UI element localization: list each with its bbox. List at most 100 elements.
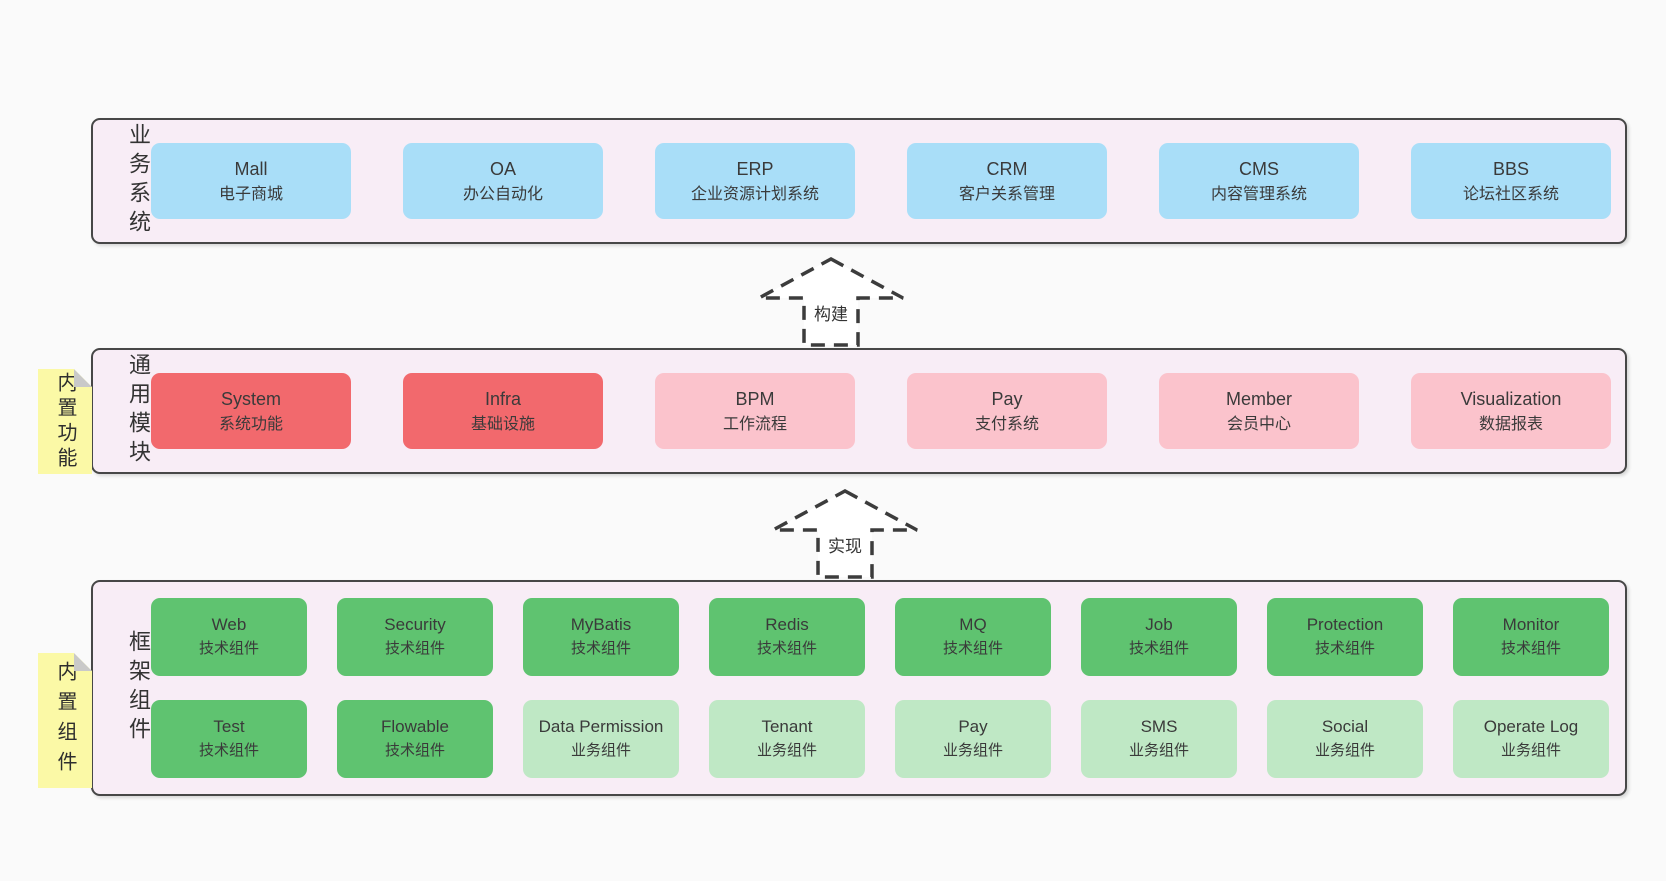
node-subtitle: 业务组件 <box>1500 742 1561 760</box>
node-pay-component: Pay 业务组件 <box>895 700 1051 778</box>
node-subtitle: 技术组件 <box>198 742 259 760</box>
node-test: Test 技术组件 <box>151 700 307 778</box>
node-title: Data Permission <box>538 717 664 737</box>
node-security: Security 技术组件 <box>337 598 493 676</box>
node-subtitle: 客户关系管理 <box>958 185 1055 203</box>
node-subtitle: 技术组件 <box>756 640 817 658</box>
node-subtitle: 会员中心 <box>1226 415 1291 433</box>
node-subtitle: 论坛社区系统 <box>1462 185 1559 203</box>
node-title: CRM <box>986 158 1028 179</box>
node-data-permission: Data Permission 业务组件 <box>523 700 679 778</box>
node-title: Visualization <box>1460 388 1562 409</box>
node-subtitle: 业务组件 <box>1128 742 1189 760</box>
business-boxes: Mall 电子商城 OA 办公自动化 ERP 企业资源计划系统 CRM 客户关系… <box>149 143 1625 219</box>
node-subtitle: 业务组件 <box>942 742 1003 760</box>
node-bbs: BBS 论坛社区系统 <box>1411 143 1611 219</box>
node-title: Web <box>211 615 247 635</box>
node-member: Member 会员中心 <box>1159 373 1359 449</box>
node-title: Job <box>1145 615 1173 635</box>
node-subtitle: 工作流程 <box>722 415 787 433</box>
node-title: Pay <box>991 388 1023 409</box>
node-title: Member <box>1225 388 1292 409</box>
node-title: Protection <box>1306 615 1384 635</box>
node-subtitle: 技术组件 <box>198 640 259 658</box>
node-crm: CRM 客户关系管理 <box>907 143 1107 219</box>
node-subtitle: 技术组件 <box>1500 640 1561 658</box>
node-title: System <box>220 388 281 409</box>
band-business-systems: 业务系统 Mall 电子商城 OA 办公自动化 ERP 企业资源计划系统 CRM… <box>91 118 1627 244</box>
node-infra: Infra 基础设施 <box>403 373 603 449</box>
node-job: Job 技术组件 <box>1081 598 1237 676</box>
node-subtitle: 业务组件 <box>1314 742 1375 760</box>
node-subtitle: 内容管理系统 <box>1210 185 1307 203</box>
component-boxes: Web 技术组件 Security 技术组件 MyBatis 技术组件 Redi… <box>149 598 1625 778</box>
node-subtitle: 数据报表 <box>1478 415 1543 433</box>
band-common-modules: 通用模块 System 系统功能 Infra 基础设施 BPM 工作流程 Pay… <box>91 348 1627 474</box>
node-subtitle: 电子商城 <box>218 185 283 203</box>
node-subtitle: 技术组件 <box>1314 640 1375 658</box>
build-arrow: 构建 <box>756 256 906 348</box>
node-oa: OA 办公自动化 <box>403 143 603 219</box>
node-title: Test <box>213 717 245 737</box>
node-subtitle: 技术组件 <box>384 640 445 658</box>
node-social: Social 业务组件 <box>1267 700 1423 778</box>
node-subtitle: 技术组件 <box>570 640 631 658</box>
node-redis: Redis 技术组件 <box>709 598 865 676</box>
node-title: Pay <box>958 717 988 737</box>
implement-arrow-label: 实现 <box>828 537 862 556</box>
node-title: Mall <box>234 158 268 179</box>
node-title: Flowable <box>380 717 450 737</box>
node-title: Social <box>1321 717 1369 737</box>
node-sms: SMS 业务组件 <box>1081 700 1237 778</box>
node-operate-log: Operate Log 业务组件 <box>1453 700 1609 778</box>
node-title: Infra <box>484 388 522 409</box>
node-subtitle: 技术组件 <box>1128 640 1189 658</box>
node-subtitle: 技术组件 <box>384 742 445 760</box>
node-visualization: Visualization 数据报表 <box>1411 373 1611 449</box>
node-title: SMS <box>1140 717 1178 737</box>
node-subtitle: 业务组件 <box>756 742 817 760</box>
node-title: OA <box>489 158 516 179</box>
node-subtitle: 企业资源计划系统 <box>690 185 819 203</box>
node-title: Security <box>384 615 446 635</box>
node-bpm: BPM 工作流程 <box>655 373 855 449</box>
node-protection: Protection 技术组件 <box>1267 598 1423 676</box>
node-pay-system: Pay 支付系统 <box>907 373 1107 449</box>
node-erp: ERP 企业资源计划系统 <box>655 143 855 219</box>
sticky-note-built-in-components: 内置组件 <box>38 653 92 788</box>
node-subtitle: 基础设施 <box>470 415 535 433</box>
band-label-modules: 通用模块 <box>126 353 151 469</box>
up-arrow-icon <box>758 257 904 347</box>
sticky-note-label: 内置组件 <box>54 660 76 781</box>
node-system: System 系统功能 <box>151 373 351 449</box>
module-boxes: System 系统功能 Infra 基础设施 BPM 工作流程 Pay 支付系统… <box>149 373 1625 449</box>
node-flowable: Flowable 技术组件 <box>337 700 493 778</box>
up-arrow-icon <box>772 489 918 579</box>
node-subtitle: 支付系统 <box>974 415 1039 433</box>
node-subtitle: 业务组件 <box>570 742 631 760</box>
node-tenant: Tenant 业务组件 <box>709 700 865 778</box>
node-mall: Mall 电子商城 <box>151 143 351 219</box>
node-title: Tenant <box>761 717 813 737</box>
node-mybatis: MyBatis 技术组件 <box>523 598 679 676</box>
band-label-components: 框架组件 <box>126 630 151 746</box>
sticky-note-label: 内置功能 <box>54 371 76 472</box>
band-label-business: 业务系统 <box>126 123 151 239</box>
node-title: Monitor <box>1502 615 1560 635</box>
node-title: Redis <box>765 615 809 635</box>
node-web: Web 技术组件 <box>151 598 307 676</box>
node-subtitle: 系统功能 <box>218 415 283 433</box>
implement-arrow: 实现 <box>770 488 920 580</box>
node-title: MQ <box>959 615 987 635</box>
node-title: CMS <box>1239 158 1279 179</box>
node-subtitle: 技术组件 <box>942 640 1003 658</box>
sticky-note-built-in-features: 内置功能 <box>38 369 92 474</box>
node-title: BPM <box>735 388 775 409</box>
node-title: Operate Log <box>1483 717 1579 737</box>
node-title: ERP <box>736 158 774 179</box>
node-monitor: Monitor 技术组件 <box>1453 598 1609 676</box>
band-framework-components: 框架组件 Web 技术组件 Security 技术组件 MyBatis 技术组件… <box>91 580 1627 796</box>
build-arrow-label: 构建 <box>814 305 848 324</box>
node-title: MyBatis <box>570 615 632 635</box>
